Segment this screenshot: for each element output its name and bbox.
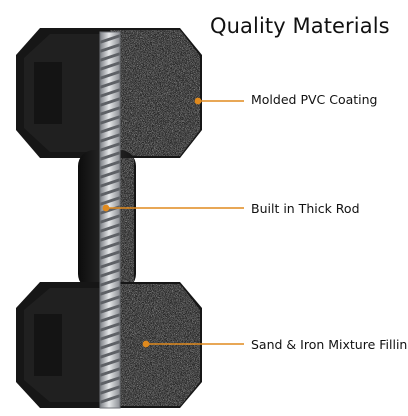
diagram-title: Quality Materials — [210, 14, 390, 38]
callout-label-pvc-coating: Molded PVC Coating — [251, 92, 378, 107]
threaded-steel-rod — [100, 32, 120, 408]
callout-label-filling: Sand & Iron Mixture Filling — [251, 337, 408, 352]
callout-label-thick-rod: Built in Thick Rod — [251, 201, 360, 216]
